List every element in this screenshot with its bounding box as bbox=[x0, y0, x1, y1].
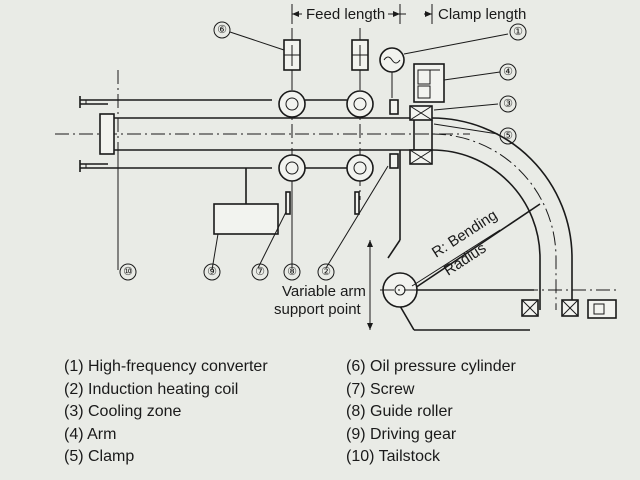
callout-10: ⑩ bbox=[119, 263, 137, 281]
callout-3: ③ bbox=[499, 95, 517, 113]
callout-4-text: ④ bbox=[503, 66, 513, 78]
arm-box bbox=[413, 63, 445, 103]
callout-1: ① bbox=[509, 23, 527, 41]
callout-4: ④ bbox=[499, 63, 517, 81]
clamp-length-dimension: Clamp length bbox=[400, 4, 526, 24]
high-frequency-converter bbox=[379, 47, 405, 98]
callout-7-text: ⑦ bbox=[255, 266, 265, 278]
screw-2 bbox=[354, 191, 360, 215]
feed-length-dimension: Feed length bbox=[291, 4, 401, 24]
clamp-length-label: Clamp length bbox=[438, 6, 526, 23]
guide-roller-bottom-2 bbox=[346, 154, 374, 182]
legend-item: (7) Screw bbox=[346, 380, 415, 398]
pivot-label-line2: support point bbox=[274, 301, 362, 318]
callout-9-text: ⑨ bbox=[207, 266, 217, 278]
oil-pressure-cylinder-1 bbox=[283, 39, 301, 90]
callout-9: ⑨ bbox=[203, 263, 221, 281]
pivot-label-line1: Variable arm bbox=[282, 283, 366, 300]
legend-item: (9) Driving gear bbox=[346, 425, 457, 443]
legend-item: (10) Tailstock bbox=[346, 448, 440, 465]
feed-length-label: Feed length bbox=[306, 6, 385, 23]
legend-item: (2) Induction heating coil bbox=[64, 380, 239, 398]
callout-6: ⑥ bbox=[213, 21, 231, 39]
callout-6-text: ⑥ bbox=[217, 24, 227, 36]
callout-7: ⑦ bbox=[251, 263, 269, 281]
legend-item: (1) High-frequency converter bbox=[64, 358, 268, 375]
callout-leaders bbox=[117, 31, 509, 271]
clamp-bottom bbox=[409, 149, 433, 165]
callout-5: ⑤ bbox=[499, 127, 517, 145]
callout-3-text: ③ bbox=[503, 98, 513, 110]
pipe bbox=[79, 96, 432, 172]
end-cylinder bbox=[587, 299, 617, 319]
end-clamp-1 bbox=[521, 299, 539, 317]
tailstock bbox=[99, 113, 115, 155]
bent-pipe bbox=[431, 117, 573, 310]
guide-roller-top-1 bbox=[278, 90, 306, 118]
callout-10-text: ⑩ bbox=[123, 266, 133, 278]
legend-left: (1) High-frequency converter (2) Inducti… bbox=[64, 356, 268, 469]
oil-pressure-cylinder-2 bbox=[351, 39, 369, 90]
screw bbox=[285, 191, 291, 215]
legend-item: (3) Cooling zone bbox=[64, 403, 182, 420]
clamp-top bbox=[409, 105, 433, 121]
driving-gear bbox=[213, 203, 279, 235]
legend-item: (5) Clamp bbox=[64, 448, 135, 465]
guide-roller-bottom-1 bbox=[278, 154, 306, 182]
callout-2-text: ② bbox=[321, 266, 331, 278]
legend-item: (8) Guide roller bbox=[346, 403, 453, 420]
callout-5-text: ⑤ bbox=[503, 130, 513, 142]
induction-heating-coil-bottom bbox=[389, 153, 399, 169]
callout-2: ② bbox=[317, 263, 335, 281]
induction-heating-coil-top bbox=[389, 99, 399, 115]
legend-item: (6) Oil pressure cylinder bbox=[346, 358, 516, 375]
legend-right: (6) Oil pressure cylinder (7) Screw (8) … bbox=[346, 356, 516, 469]
callout-8-text: ⑧ bbox=[287, 266, 297, 278]
end-clamp-2 bbox=[561, 299, 579, 317]
guide-roller-top-2 bbox=[346, 90, 374, 118]
legend-item: (4) Arm bbox=[64, 425, 117, 443]
callout-1-text: ① bbox=[513, 26, 523, 38]
callout-8: ⑧ bbox=[283, 263, 301, 281]
